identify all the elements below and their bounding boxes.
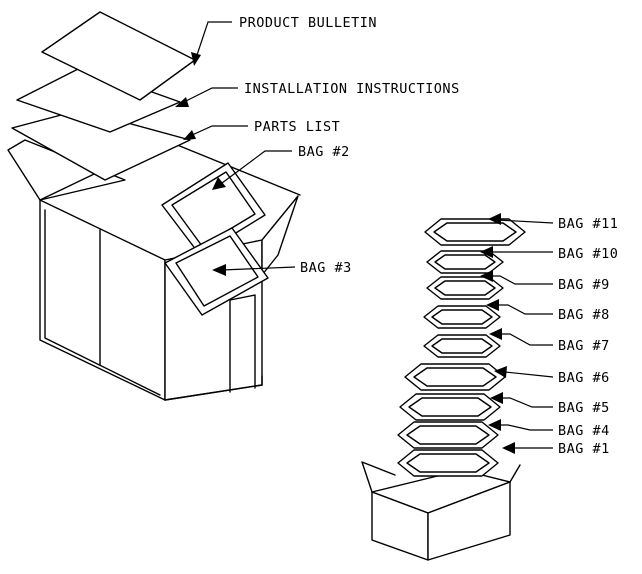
leader-bag-5 — [490, 392, 553, 408]
leader-installation-instructions — [175, 87, 238, 107]
leader-bag-9 — [480, 270, 553, 285]
label-bag-2: BAG #2 — [298, 144, 350, 160]
label-bag-7: BAG #7 — [558, 338, 610, 354]
label-product-bulletin: PRODUCT BULLETIN — [239, 15, 377, 31]
label-bag-11: BAG #11 — [558, 216, 618, 232]
label-bag-1: BAG #1 — [558, 441, 610, 457]
leader-bag-1 — [502, 442, 553, 454]
bag-7 — [423, 334, 501, 358]
leader-parts-list — [183, 125, 248, 140]
label-installation-instructions: INSTALLATION INSTRUCTIONS — [244, 81, 460, 97]
bag-5 — [399, 393, 501, 421]
leader-bag-11 — [488, 213, 554, 225]
bag-6 — [404, 363, 506, 391]
parts-list-sheet — [11, 109, 191, 181]
small-carton — [361, 461, 521, 561]
label-bag-8: BAG #8 — [558, 307, 610, 323]
installation-instructions-sheet — [16, 66, 181, 133]
label-bag-5: BAG #5 — [558, 400, 610, 416]
leader-bag-6 — [494, 366, 554, 378]
leader-product-bulletin — [191, 21, 232, 66]
label-bag-9: BAG #9 — [558, 277, 610, 293]
bag-8 — [423, 305, 501, 329]
leader-bag-8 — [486, 299, 553, 315]
leader-bag-2 — [212, 150, 292, 190]
label-parts-list: PARTS LIST — [254, 119, 340, 135]
bag-11 — [424, 218, 526, 246]
label-bag-10: BAG #10 — [558, 246, 618, 262]
leader-bag-7 — [489, 328, 553, 346]
label-bag-4: BAG #4 — [558, 423, 610, 439]
leader-bag-4 — [488, 419, 553, 431]
bag-1 — [397, 449, 499, 477]
leader-bag-10 — [480, 246, 553, 258]
bag-4 — [397, 421, 499, 449]
leader-bag-3 — [212, 264, 296, 276]
bag-2 — [161, 162, 266, 256]
label-bag-6: BAG #6 — [558, 370, 610, 386]
label-bag-3: BAG #3 — [300, 260, 352, 276]
